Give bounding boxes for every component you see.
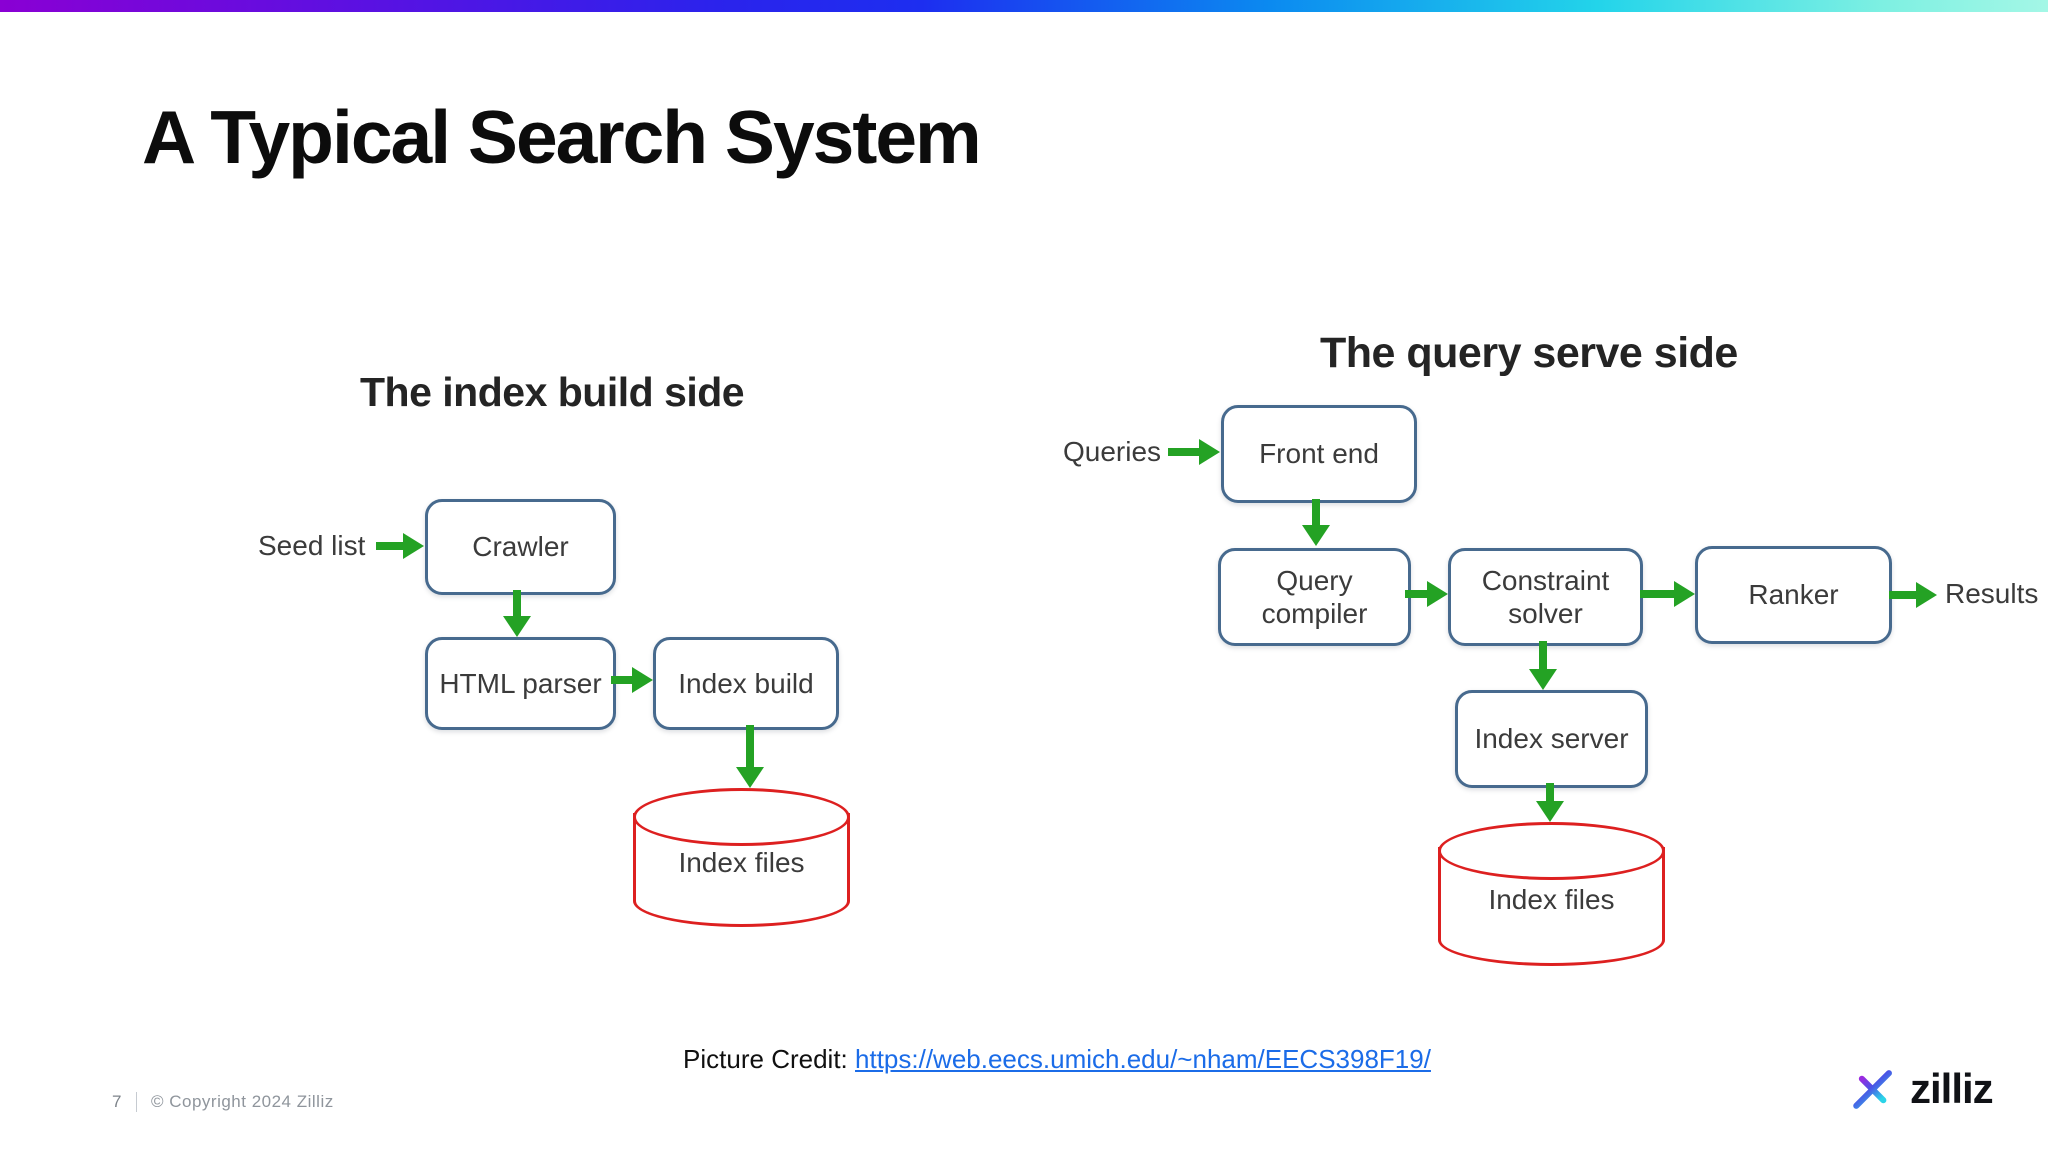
footer-divider	[135, 1092, 137, 1112]
arrow-seed-to-crawler	[376, 533, 424, 559]
starburst-icon	[1853, 1064, 1899, 1116]
cylinder-top	[633, 788, 850, 846]
node-front-end: Front end	[1221, 405, 1417, 503]
node-crawler-label: Crawler	[472, 531, 569, 563]
node-query-compiler: Query compiler	[1218, 548, 1411, 646]
arrow-queries-to-frontend	[1168, 439, 1220, 465]
zilliz-wordmark: zilliz	[1910, 1065, 1994, 1112]
page-title: A Typical Search System	[142, 95, 982, 179]
arrow-parser-to-indexbuild	[611, 667, 653, 693]
cylinder-index-files-left: Index files	[633, 788, 850, 927]
node-ranker-label: Ranker	[1748, 579, 1839, 611]
cylinder-index-files-right: Index files	[1438, 822, 1665, 966]
node-crawler: Crawler	[425, 499, 616, 595]
seed-list-label: Seed list	[258, 530, 366, 561]
node-index-server: Index server	[1455, 690, 1648, 788]
arrow-solver-to-indexserver	[1529, 641, 1557, 690]
cylinder-index-files-left-label: Index files	[678, 847, 805, 879]
node-query-compiler-label: Query compiler	[1261, 564, 1368, 629]
node-index-server-label: Index server	[1474, 723, 1629, 755]
queries-label: Queries	[1063, 436, 1162, 467]
arrow-solver-to-ranker	[1640, 581, 1695, 607]
node-html-parser: HTML parser	[425, 637, 616, 730]
index-build-heading: The index build side	[360, 369, 745, 415]
cylinder-index-files-right-label: Index files	[1488, 883, 1615, 915]
picture-credit-link[interactable]: https://web.eecs.umich.edu/~nham/EECS398…	[855, 1044, 1431, 1074]
arrow-ranker-to-results	[1889, 582, 1937, 608]
top-gradient-bar	[0, 0, 2048, 12]
footer-copyright: 7 © Copyright 2024 Zilliz	[112, 1092, 334, 1112]
node-ranker: Ranker	[1695, 546, 1892, 644]
picture-credit-label: Picture Credit:	[683, 1044, 848, 1074]
node-index-build-label: Index build	[678, 667, 814, 699]
query-serve-heading: The query serve side	[1320, 329, 1738, 377]
zilliz-logo: zilliz	[1846, 1060, 1994, 1118]
arrow-crawler-to-parser	[503, 590, 531, 637]
arrow-compiler-to-solver	[1405, 581, 1448, 607]
arrow-indexserver-to-files	[1536, 783, 1564, 822]
node-index-build: Index build	[653, 637, 839, 730]
picture-credit: Picture Credit: https://web.eecs.umich.e…	[0, 1044, 2048, 1075]
node-front-end-label: Front end	[1259, 438, 1379, 470]
results-label: Results	[1945, 578, 2039, 609]
copyright-text: © Copyright 2024 Zilliz	[150, 1092, 334, 1111]
arrow-frontend-to-compiler	[1302, 499, 1330, 546]
arrow-indexbuild-to-files	[736, 725, 764, 788]
cylinder-top	[1438, 822, 1665, 880]
page-number: 7	[112, 1092, 122, 1111]
node-constraint-solver: Constraint solver	[1448, 548, 1643, 646]
node-html-parser-label: HTML parser	[439, 667, 602, 699]
node-constraint-solver-label: Constraint solver	[1481, 564, 1610, 629]
